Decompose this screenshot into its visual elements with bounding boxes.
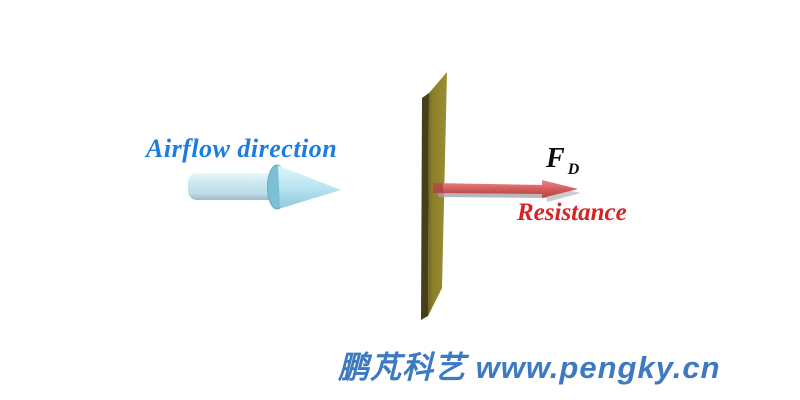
drag-arrowhead (542, 180, 578, 198)
airflow-cone (278, 165, 341, 209)
airflow-arrow-shaft (188, 173, 283, 200)
flat-plate (421, 72, 447, 320)
resistance-label: Resistance (517, 199, 627, 226)
plate-front-face (428, 72, 447, 316)
force-symbol: F (546, 143, 565, 174)
drag-arrow-shaft (433, 183, 545, 194)
watermark-text: 鹏芃科艺 www.pengky.cn (338, 350, 721, 385)
force-subscript: D (567, 160, 580, 178)
airflow-arrow (188, 164, 341, 210)
drag-force-arrow (433, 180, 581, 202)
drag-arrow-root (433, 183, 443, 193)
plate-side-face (421, 93, 429, 320)
airflow-direction-label: Airflow direction (146, 134, 338, 163)
